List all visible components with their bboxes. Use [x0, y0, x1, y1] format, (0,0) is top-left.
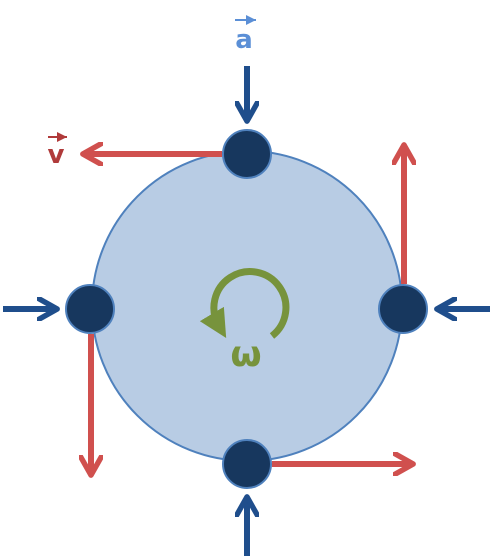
omega-label: ω — [230, 334, 261, 375]
acceleration-arrows — [3, 66, 490, 556]
acceleration-label: a — [235, 15, 256, 55]
point-left — [65, 284, 115, 334]
velocity-symbol: v — [48, 140, 65, 170]
velocity-label: v — [48, 132, 67, 170]
rotating-disk — [91, 150, 403, 462]
velocity-arrows — [84, 146, 412, 474]
point-top — [222, 129, 272, 179]
point-bottom — [222, 439, 272, 489]
counterclockwise-rotation-icon — [199, 268, 290, 339]
rim-points — [65, 129, 428, 489]
acceleration-symbol: a — [235, 25, 253, 55]
point-right — [378, 284, 428, 334]
